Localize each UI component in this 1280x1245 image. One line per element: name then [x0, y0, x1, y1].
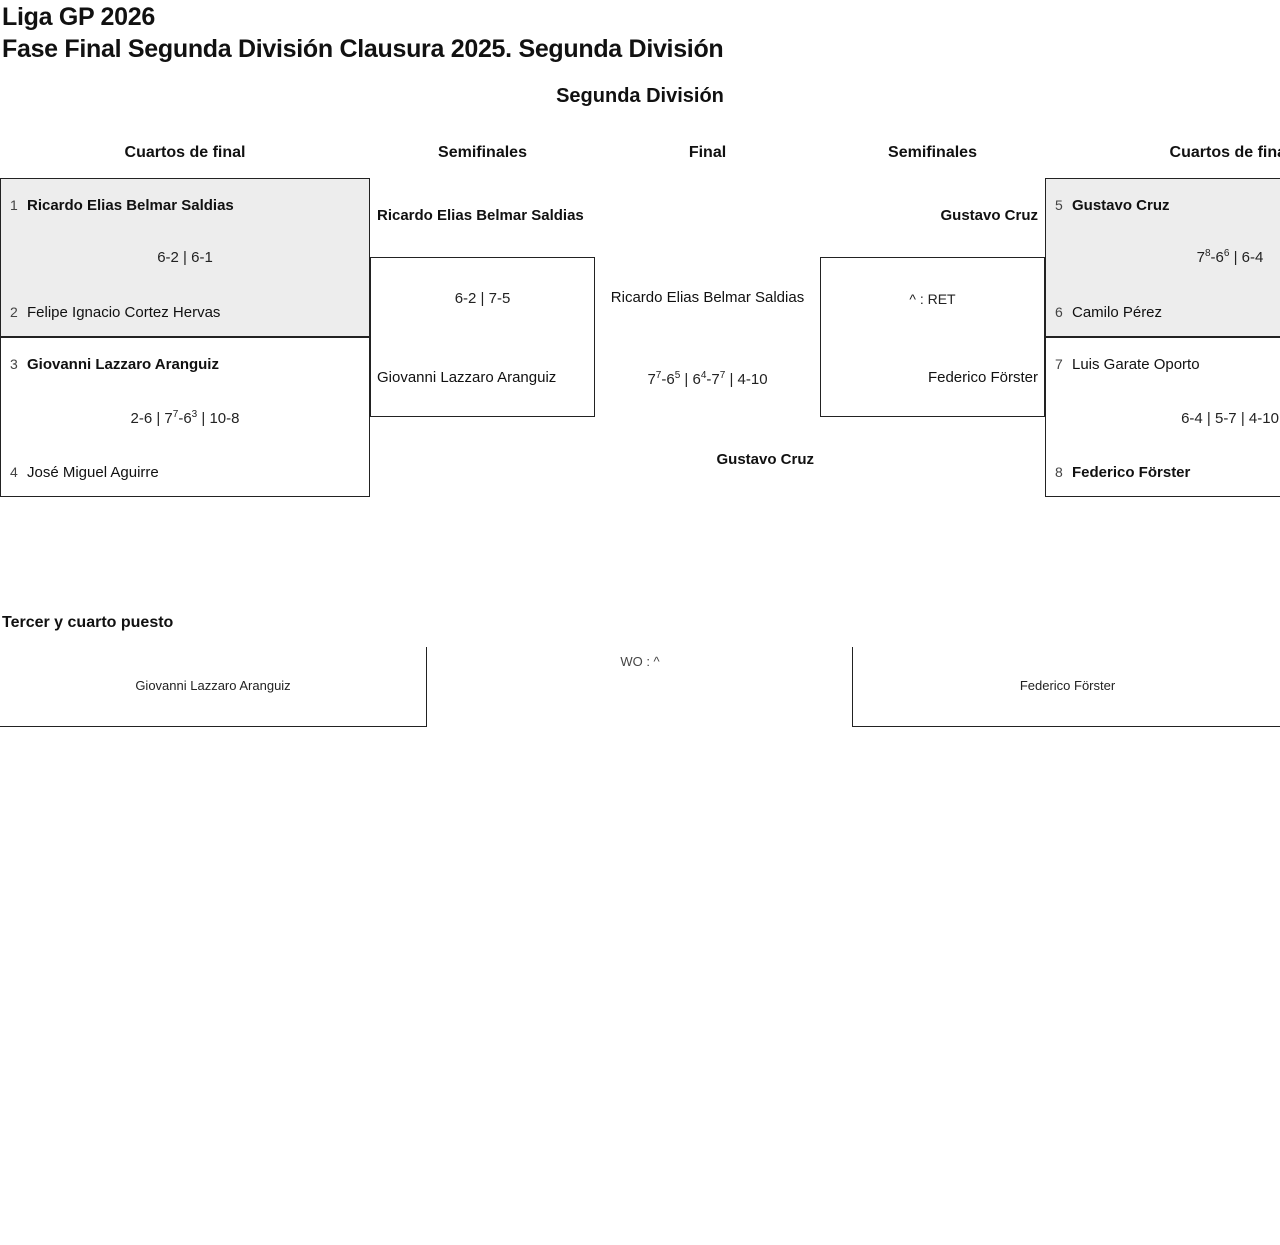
player-row: 7 Luis Garate Oporto	[1055, 355, 1280, 374]
page-subtitle: Fase Final Segunda División Clausura 202…	[2, 35, 724, 63]
match-score: 2-6 | 77-63 | 10-8	[130, 409, 240, 428]
seed-number: 7	[1055, 356, 1063, 372]
match-score: 6-2 | 7-5	[454, 290, 511, 307]
third-place-score: WO : ^	[620, 654, 660, 669]
seed-number: 5	[1055, 197, 1063, 213]
round-header-qf-left: Cuartos de final	[124, 144, 246, 161]
sf-left-winner-name: Ricardo Elias Belmar Saldias	[377, 207, 584, 224]
seed-number: 3	[10, 356, 18, 372]
seed-number: 1	[10, 197, 18, 213]
player-row: 3 Giovanni Lazzaro Aranguiz	[10, 355, 360, 374]
sf-left-player2-name: Giovanni Lazzaro Aranguiz	[377, 369, 557, 386]
match-box-qf-right-1: 5 Gustavo Cruz 78-66 | 6-4 6 Camilo Pére…	[1045, 178, 1280, 337]
seed-number: 2	[10, 304, 18, 320]
player-name: Federico Förster	[1019, 678, 1116, 693]
round-header-qf-right: Cuartos de final	[1169, 144, 1280, 161]
player-name: Felipe Ignacio Cortez Hervas	[27, 304, 221, 321]
champion-name: Gustavo Cruz	[716, 451, 814, 468]
round-header-final: Final	[688, 144, 727, 161]
seed-number: 4	[10, 464, 18, 480]
xporty-logo[interactable]: xporty	[1045, 0, 1280, 80]
final-player1-name: Ricardo Elias Belmar Saldias	[610, 289, 805, 306]
sf-right-winner-name: Gustavo Cruz	[940, 207, 1038, 224]
match-box-qf-right-2: 7 Luis Garate Oporto 6-4 | 5-7 | 4-10 8 …	[1045, 337, 1280, 497]
player-row: 4 José Miguel Aguirre	[10, 463, 360, 482]
page-title: Liga GP 2026	[2, 3, 155, 31]
player-row: 6 Camilo Pérez	[1055, 303, 1280, 322]
seed-number: 8	[1055, 464, 1063, 480]
player-row: 2 Felipe Ignacio Cortez Hervas	[10, 303, 360, 322]
match-box-qf-left-1: 1 Ricardo Elias Belmar Saldias 6-2 | 6-1…	[0, 178, 370, 337]
third-place-heading: Tercer y cuarto puesto	[2, 614, 174, 631]
match-box-sf-right: ^ : RET	[820, 257, 1045, 417]
player-row: 5 Gustavo Cruz	[1055, 196, 1280, 215]
player-name: Camilo Pérez	[1072, 304, 1163, 321]
third-place-right-slot: Federico Förster	[852, 647, 1280, 727]
player-name: Gustavo Cruz	[1072, 197, 1170, 214]
round-header-sf-left: Semifinales	[438, 144, 527, 161]
player-name: Ricardo Elias Belmar Saldias	[27, 197, 234, 214]
player-name: Giovanni Lazzaro Aranguiz	[27, 356, 219, 373]
match-score: 78-66 | 6-4	[1196, 248, 1264, 267]
player-name: José Miguel Aguirre	[27, 464, 159, 481]
match-score: 6-4 | 5-7 | 4-10	[1181, 410, 1279, 427]
player-row: 8 Federico Förster	[1055, 463, 1280, 482]
player-name: Luis Garate Oporto	[1072, 356, 1200, 373]
round-header-sf-right: Semifinales	[888, 144, 977, 161]
final-score: 77-65 | 64-77 | 4-10	[647, 370, 768, 389]
player-row: 1 Ricardo Elias Belmar Saldias	[10, 196, 360, 215]
match-score: ^ : RET	[909, 291, 956, 307]
player-name: Federico Förster	[1072, 464, 1191, 481]
match-score: 6-2 | 6-1	[157, 249, 213, 266]
seed-number: 6	[1055, 304, 1063, 320]
match-box-sf-left: 6-2 | 7-5	[370, 257, 595, 417]
third-place-left-slot: Giovanni Lazzaro Aranguiz	[0, 647, 427, 727]
division-heading: Segunda División	[556, 85, 724, 107]
match-box-qf-left-2: 3 Giovanni Lazzaro Aranguiz 2-6 | 77-63 …	[0, 337, 370, 497]
player-name: Giovanni Lazzaro Aranguiz	[135, 678, 291, 693]
sf-right-player2-name: Federico Förster	[927, 369, 1038, 386]
